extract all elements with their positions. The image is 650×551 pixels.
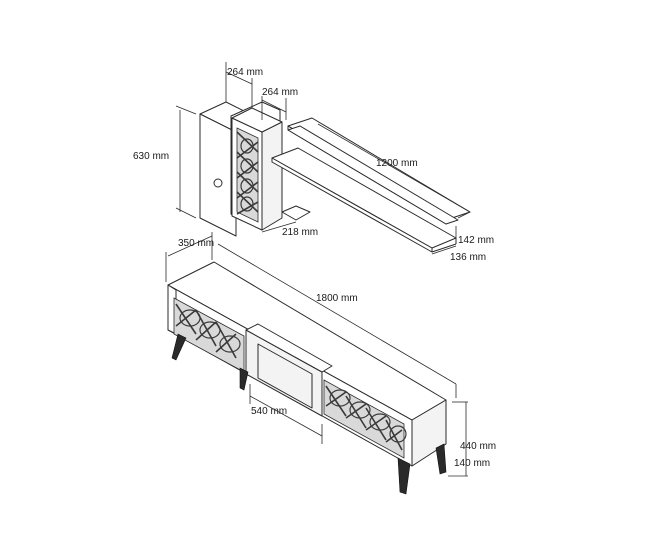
right-door-lattice-pattern [323, 379, 407, 459]
wall-cabinet [199, 101, 311, 237]
leg-back-right [435, 443, 447, 475]
leg-front-right [397, 457, 411, 495]
knob-icon [213, 178, 223, 188]
shelf-height-label: 142 mm [458, 235, 494, 246]
shelf-dimension-lines [317, 123, 471, 255]
cabinet-base-label: 218 mm [282, 227, 318, 238]
tv-length-label: 1800 mm [316, 293, 358, 304]
shelf-depth-label: 136 mm [450, 252, 486, 263]
tv-height-label: 440 mm [460, 441, 496, 452]
tv-depth-label: 350 mm [178, 238, 214, 249]
wall-shelf [271, 117, 471, 253]
tv-stand [167, 261, 447, 495]
cabinet-depth-label: 264 mm [227, 67, 263, 78]
door-lattice-pattern [236, 127, 259, 223]
cabinet-width-label: 264 mm [262, 87, 298, 98]
leg-height-label: 140 mm [454, 458, 490, 469]
tv-stand-dimension-lines [165, 232, 468, 477]
leg-back-left [239, 367, 249, 391]
cabinet-dimension-lines [175, 62, 297, 233]
leg-front-left [171, 333, 187, 361]
tv-niche-label: 540 mm [251, 406, 287, 417]
cabinet-height-label: 630 mm [133, 151, 169, 162]
shelf-length-label: 1200 mm [376, 158, 418, 169]
